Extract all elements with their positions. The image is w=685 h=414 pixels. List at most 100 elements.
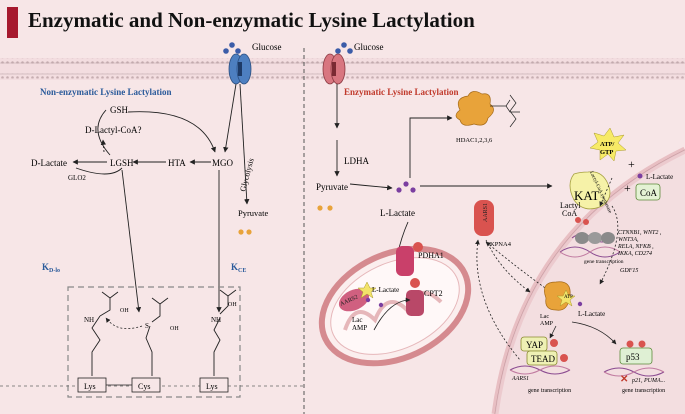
lactyl-lys-structure [91, 291, 119, 376]
chromatin-1 [559, 232, 621, 258]
lactyl-lys-structure-2 [213, 289, 237, 376]
lys-residue-1: Lys [84, 382, 96, 391]
glucose-dot [235, 48, 241, 54]
mito-l-lactate-label: L-Lactate [372, 286, 399, 294]
right-section-title: Enzymatic Lysine Lactylation [344, 87, 459, 97]
lac-amp-label: Lac [352, 316, 363, 324]
title-bar: Enzymatic and Non-enzymatic Lysine Lacty… [0, 0, 685, 44]
cpt2-label: CPT2 [424, 289, 443, 298]
genes-line-2: WNT3A, [618, 237, 639, 243]
pyruvate-dot [238, 229, 244, 235]
pyruvate-dot [327, 205, 333, 211]
lactate-dot [396, 187, 402, 193]
dna-strand-p53-2 [603, 367, 665, 377]
glucose-dot [229, 42, 235, 48]
residue-boxes [77, 377, 229, 393]
atp-gtp-label-1: ATP/ [600, 141, 615, 148]
aars1-enzyme-icon [474, 200, 494, 236]
amp-label: AMP [352, 324, 367, 332]
kat-label: KAT [574, 188, 599, 203]
k-ce-label: KCE [231, 262, 246, 274]
atp-gtp-label-2: GTP [600, 149, 613, 156]
transfer-arrow [105, 317, 143, 330]
lactate-dot [403, 181, 409, 187]
d-lactate-label: D-Lactate [31, 158, 67, 168]
right-glucose-label: Glucose [354, 42, 384, 52]
p53-box [619, 347, 653, 365]
aars1-dashed-arrows [475, 239, 549, 361]
pyruvate-dot [317, 205, 323, 211]
tead-label: TEAD [531, 354, 555, 364]
coa-label: CoA [640, 188, 658, 198]
page-title: Enzymatic and Non-enzymatic Lysine Lacty… [28, 8, 475, 32]
left-arrows [72, 83, 250, 313]
gdf15-label: GDF15 [620, 268, 638, 274]
glo2-label: GLO2 [68, 174, 86, 182]
genes-line-4: IKKA, CD274 [617, 250, 652, 257]
right-pyruvate-label: Pyruvate [316, 182, 348, 192]
nuclear-arrows [549, 177, 619, 345]
lactyl-label: Lactyl [560, 201, 581, 210]
sulfur-label: S [145, 322, 149, 330]
coa-box [635, 183, 661, 201]
oh-label-1: OH [120, 308, 129, 314]
mitochondrion [318, 245, 472, 367]
plus-sign-2: + [624, 181, 631, 195]
gene-transcription-label-1: gene transcription [584, 259, 624, 265]
p21-puma-label: p21, PUMA... [631, 378, 665, 384]
glycolysis-label: Glycolysis [238, 157, 256, 192]
gene-transcription-label-3: gene transcription [622, 388, 665, 394]
mito-atp-star [357, 281, 377, 299]
blocked-x: ✕ [620, 374, 628, 385]
lactate-dot [410, 187, 416, 193]
lactate-dot [577, 301, 583, 307]
nuclear-amp-label: AMP [540, 321, 554, 327]
lgsh-label: LGSH [110, 158, 134, 168]
pdha1-label: PDHA1 [418, 251, 444, 260]
atp-small-label: ATP [564, 295, 573, 300]
lac-marker [575, 217, 581, 223]
glucose-transporter-right [322, 42, 353, 85]
aars1-label: AARS1 [483, 203, 489, 222]
nuclear-lac-label: Lac [540, 314, 549, 320]
nh-label-2: NH [211, 316, 221, 324]
lactate-dot [365, 297, 371, 303]
kat-enzyme-icon [569, 171, 611, 210]
mgo-label: MGO [212, 158, 234, 168]
k-d-lo-label: KD-lo [42, 262, 60, 274]
hdac-label: HDAC1,2,3,6 [456, 137, 493, 144]
l-lactate-main-label: L-Lactate [380, 208, 415, 218]
p53-lac-marker [638, 340, 646, 348]
kpna4-label: KPNA4 [490, 241, 512, 248]
oh-label-2: OH [170, 326, 179, 332]
pyruvate-dot [246, 229, 252, 235]
aars1-gene-label: AARS1 [511, 376, 529, 382]
left-section-title: Non-enzymatic Lysine Lactylation [40, 87, 172, 97]
plus-sign-1: + [628, 157, 635, 171]
right-arrows [334, 84, 553, 263]
glucose-dot [223, 48, 229, 54]
p53-lac-marker [626, 340, 634, 348]
l-lactate-dot-label: L-Lactate [646, 173, 673, 181]
nuclear-aars1-icon [544, 281, 576, 311]
lac-marker [583, 219, 589, 225]
l-lactate-nuclear-label: L-Lactate [578, 310, 605, 318]
glucose-transporter-left: Glucose [223, 42, 282, 85]
mito-arrow [373, 297, 411, 331]
left-glucose-label: Glucose [252, 42, 282, 52]
nh-label-1: NH [84, 316, 94, 324]
hta-label: HTA [168, 158, 186, 168]
gene-transcription-label-2: gene transcription [528, 388, 571, 394]
pdha1-enzyme-icon [396, 242, 423, 276]
cpt2-enzyme-icon [406, 278, 424, 316]
atp-gtp-star [589, 127, 627, 162]
lactate-dot [637, 173, 643, 179]
lactyl-coa-label: CoA [562, 209, 577, 218]
genes-line-1: CTNNB1, WNT2 , [618, 230, 662, 236]
yap-lac-marker [550, 339, 558, 347]
title-accent-bar [7, 7, 18, 38]
cys-residue: Cys [138, 382, 150, 391]
lactate-dot [378, 302, 384, 308]
